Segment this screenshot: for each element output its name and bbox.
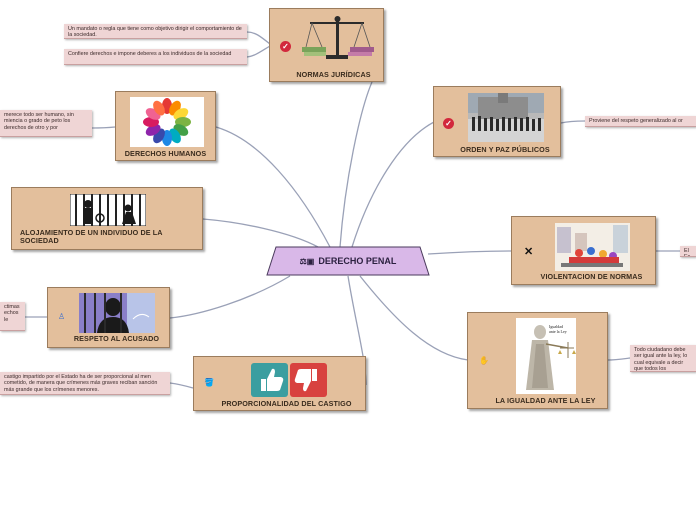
note-proporcionalidad-1: castigo impartido por el Estado ha de se… [0, 372, 170, 395]
svg-text:Igualdad: Igualdad [549, 324, 563, 329]
link-derechos [215, 126, 331, 248]
check-icon: ✓ [443, 118, 454, 129]
link-orden-note [560, 120, 586, 124]
node-label: PROPORCIONALIDAD DEL CASTIGO [221, 399, 352, 408]
node-proporcionalidad[interactable]: 🪣 PROPORCIONALIDAD DEL CASTIGO [193, 356, 366, 411]
prison-bars-figures-image [70, 194, 146, 226]
node-derechos-humanos[interactable]: DERECHOS HUMANOS [115, 91, 216, 161]
justice-scale-books-image [298, 13, 376, 63]
node-igualdad[interactable]: ✋ Igualdad ante la Ley LA IGUALDAD ANTE … [467, 312, 608, 409]
note-orden-1: Proviene del respeto generalizado al or [585, 116, 696, 127]
center-title-row: ⚖▣ DERECHO PENAL [266, 246, 430, 276]
note-normas-1: Un mandato o regla que tiene como objeti… [64, 24, 247, 39]
note-igualdad-1: Todo ciudadano debe ser igual ante la le… [630, 345, 696, 372]
crowd-in-plaza-image [468, 93, 544, 142]
center-trapezoid [266, 246, 430, 276]
link-igualdad [359, 275, 469, 361]
link-derechos-note [91, 126, 116, 129]
node-label: ALOJAMIENTO DE UN INDIVIDUO DE LA SOCIED… [20, 228, 163, 245]
cross-icon: ✕ [524, 246, 534, 258]
link-normas-note1 [246, 31, 271, 45]
check-icon: ✓ [280, 41, 291, 52]
hand-icon: ✋ [479, 356, 489, 365]
thumbs-up-down-image [251, 363, 327, 397]
note-respeto-1: ctimas echos le [0, 302, 25, 331]
node-orden-paz[interactable]: ✓ ORDEN Y PAZ PÚBLICOS [433, 86, 561, 157]
link-normas [339, 81, 373, 248]
link-alojamiento [202, 218, 319, 248]
note-normas-2: Confiere derechos e impone deberes a los… [64, 49, 247, 65]
link-proporcionalidad-note [169, 382, 194, 389]
center-node[interactable]: ⚖▣ DERECHO PENAL [266, 246, 430, 276]
colorful-hands-circle-image [130, 97, 204, 147]
bucket-icon: 🪣 [204, 378, 214, 387]
node-label: DERECHOS HUMANOS [124, 149, 207, 158]
blue-person-icon: ♙ [58, 312, 66, 321]
link-violentacion [427, 250, 513, 255]
note-derechos-1: merece todo ser humano, sin miencia o gr… [0, 110, 92, 137]
street-riot-image [555, 223, 630, 271]
node-label: VIOLENTACION DE NORMAS [540, 272, 643, 281]
node-label: NORMAS JURÍDICAS [296, 70, 371, 79]
link-igualdad-note [607, 357, 631, 361]
node-violentacion[interactable]: ✕ VIOLENTACION DE NORMAS [511, 216, 656, 285]
node-label: ORDEN Y PAZ PÚBLICOS [460, 145, 550, 154]
link-orden [351, 121, 435, 248]
lady-justice-image: Igualdad ante la Ley [516, 318, 576, 394]
node-alojamiento[interactable]: ALOJAMIENTO DE UN INDIVIDUO DE LA SOCIED… [11, 187, 203, 250]
node-label: LA IGUALDAD ANTE LA LEY [495, 396, 596, 405]
svg-text:ante la Ley: ante la Ley [549, 329, 567, 334]
link-normas-note2 [246, 45, 271, 58]
node-respeto[interactable]: ♙ RESPETO AL ACUSADO [47, 287, 170, 348]
silhouette-behind-bars-image [79, 293, 155, 333]
note-violentacion-1: El Es [680, 246, 696, 257]
link-respeto [169, 275, 291, 319]
node-normas-juridicas[interactable]: ✓ NORMAS JURÍDICAS [269, 8, 384, 82]
node-label: RESPETO AL ACUSADO [73, 334, 160, 343]
gavel-book-icon: ⚖▣ [299, 256, 315, 266]
center-title: DERECHO PENAL [318, 256, 397, 266]
